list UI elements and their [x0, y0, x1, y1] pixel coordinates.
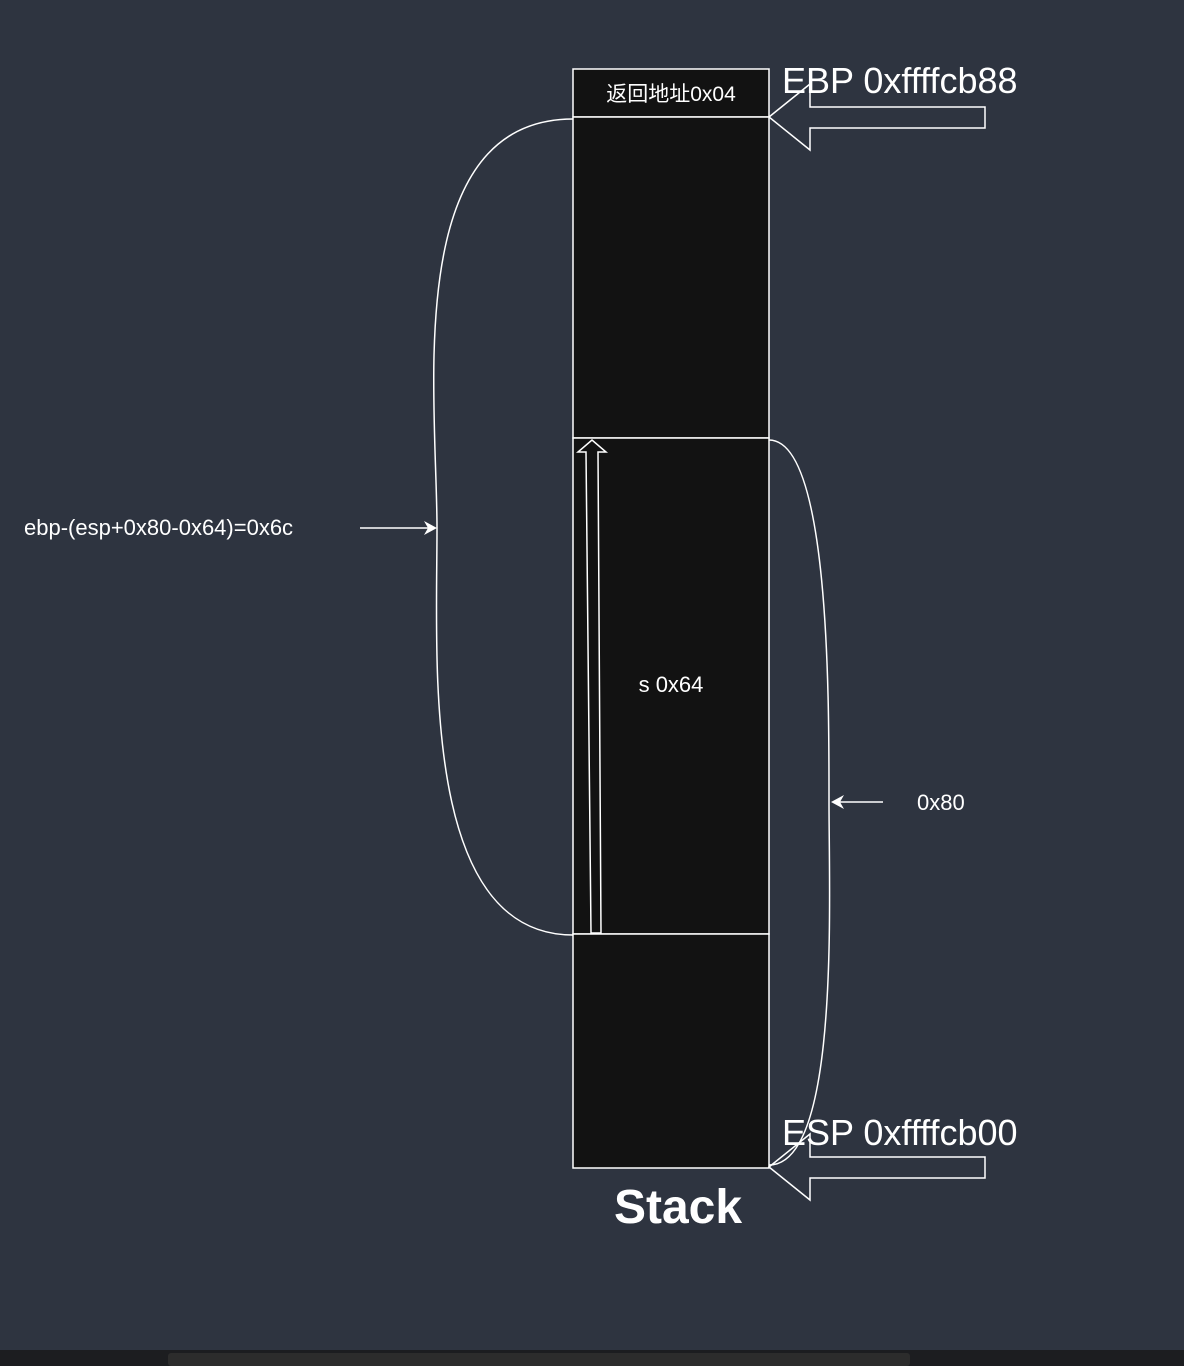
frame-arrowhead-icon: [831, 795, 844, 809]
ebp-label: EBP 0xffffcb88: [782, 60, 1018, 101]
esp-arrow-icon: [767, 1132, 986, 1202]
offset-formula-label: ebp-(esp+0x80-0x64)=0x6c: [24, 515, 294, 540]
right-brace-curve: [768, 439, 831, 1166]
esp-label: ESP 0xffffcb00: [782, 1112, 1018, 1153]
stack-title: Stack: [613, 1181, 743, 1234]
buffer-label: s 0x64: [638, 672, 704, 697]
buffer-cell: [572, 437, 770, 935]
frame-size-label: 0x80: [917, 790, 965, 815]
left-brace-curve: [432, 118, 574, 936]
scrollbar-thumb[interactable]: [168, 1353, 910, 1366]
offset-arrowhead-icon: [424, 521, 437, 535]
stack-cell-lower: [572, 933, 770, 1169]
ebp-arrow-icon: [767, 82, 986, 152]
return-address-label: 返回地址0x04: [606, 83, 736, 106]
stack-cell-upper: [572, 116, 770, 439]
return-address-cell: [572, 68, 770, 118]
buffer-growth-arrow-icon: [575, 439, 609, 934]
